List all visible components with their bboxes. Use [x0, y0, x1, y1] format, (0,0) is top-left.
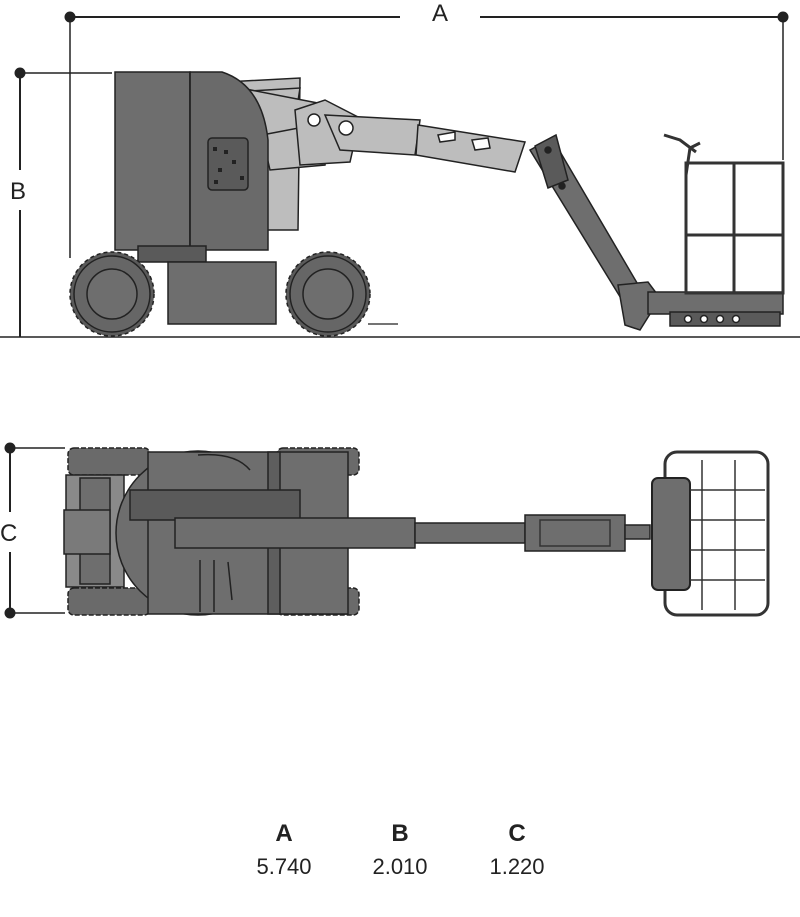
upper-boom — [294, 99, 526, 173]
jib-top — [524, 514, 626, 552]
dimension-b-label: B — [10, 178, 26, 205]
dimension-a-column: A 5.740 — [234, 820, 334, 880]
dimension-b-header: B — [391, 820, 409, 847]
dimension-a-label: A — [432, 0, 448, 27]
platform-side — [647, 133, 785, 327]
platform-top — [651, 450, 770, 617]
tire-bottom-left — [67, 587, 151, 616]
dimension-a-header: A — [275, 820, 293, 847]
dimension-b-value: 2.010 — [372, 854, 428, 879]
dimension-table: A 5.740 B 2.010 C 1.220 — [0, 820, 800, 900]
dimension-a-value: 5.740 — [256, 854, 312, 879]
dimension-b-column: B 2.010 — [350, 820, 450, 880]
dimension-c — [4, 442, 65, 619]
dimension-c-value: 1.220 — [489, 854, 545, 879]
dimension-c-column: C 1.220 — [467, 820, 567, 880]
dimension-c-header: C — [508, 820, 526, 847]
boom-top-fly — [414, 522, 526, 544]
boom-top-main — [174, 517, 416, 549]
rear-wheel-side — [285, 251, 371, 337]
top-view — [63, 447, 770, 617]
dimension-b — [14, 67, 112, 337]
front-wheel-side — [69, 251, 155, 337]
jib-arm — [528, 133, 661, 331]
tire-top-left — [67, 447, 151, 476]
dimension-a — [64, 11, 789, 258]
chassis — [114, 71, 277, 325]
side-view — [69, 71, 785, 337]
dimension-c-label: C — [0, 520, 17, 547]
